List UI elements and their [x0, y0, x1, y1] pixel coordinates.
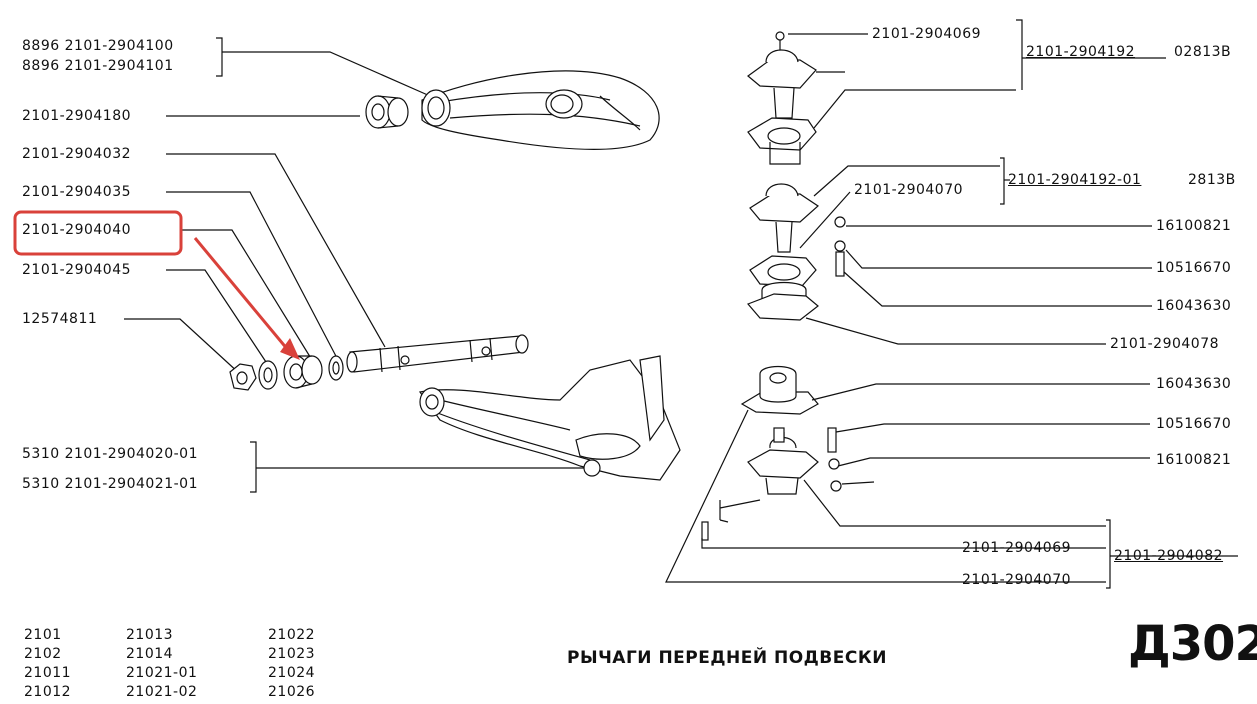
label-2904078: 2101-2904078: [1110, 336, 1220, 352]
model-column-2: 21013 21014 21021-01 21021-02: [126, 626, 197, 702]
arm-axle: [346, 334, 529, 373]
model-column-3: 21022 21023 21024 21026: [268, 626, 315, 702]
label-lower-arm-2: 5310 2101-2904021-01: [22, 476, 198, 492]
label-mid-192-01: 2101-2904192-01: [1008, 172, 1142, 188]
label-2904040: 2101-2904040: [22, 222, 132, 238]
highlight-box: [13, 210, 183, 256]
highlight-arrow-line: [193, 237, 290, 351]
leader-12574811: [124, 318, 241, 375]
label-top-069: 2101-2904069: [872, 26, 982, 42]
washer-035: [328, 355, 344, 381]
label-mid-192-01-suffix: 2813В: [1188, 172, 1236, 188]
model-item: 21012: [24, 684, 72, 700]
model-item: 21023: [268, 646, 316, 662]
label-16043630-b: 16043630: [1156, 376, 1232, 392]
label-top-192-suffix: 02813В: [1174, 44, 1232, 60]
label-2904180: 2101-2904180: [22, 108, 132, 124]
label-bot-082: 2101-2904082: [1114, 548, 1224, 564]
model-column-1: 2101 2102 21011 21012: [24, 626, 71, 702]
model-item: 21021-02: [126, 684, 198, 700]
label-10516670-a: 10516670: [1156, 260, 1232, 276]
leader-045: [166, 269, 269, 366]
highlight-arrow-head: [280, 338, 300, 360]
nut-12574811: [229, 363, 257, 391]
diagram-code: Д302: [1128, 616, 1257, 672]
label-mid-070: 2101-2904070: [854, 182, 964, 198]
model-item: 21024: [268, 665, 316, 681]
label-2904045: 2101-2904045: [22, 262, 132, 278]
model-item: 21013: [126, 627, 174, 643]
model-item: 2101: [24, 627, 62, 643]
leader-upper-arm: [222, 51, 431, 97]
label-16100821-b: 16100821: [1156, 452, 1232, 468]
lower-ball-joint: [740, 365, 819, 495]
bracket-upper-arm: [216, 37, 223, 77]
label-top-192: 2101-2904192: [1026, 44, 1136, 60]
label-2904035: 2101-2904035: [22, 184, 132, 200]
label-bot-070: 2101-2904070: [962, 572, 1072, 588]
label-12574811: 12574811: [22, 311, 98, 327]
model-item: 21022: [268, 627, 316, 643]
model-item: 21011: [24, 665, 72, 681]
label-upper-arm-1: 8896 2101-2904100: [22, 38, 174, 54]
label-bot-069: 2101-2904069: [962, 540, 1072, 556]
leader-035: [166, 191, 339, 361]
upper-control-arm: [421, 70, 660, 151]
upper-ball-joint: [747, 31, 817, 165]
upper-bushing: [365, 95, 409, 129]
label-2904032: 2101-2904032: [22, 146, 132, 162]
middle-ball-joint: [746, 183, 819, 321]
model-item: 21014: [126, 646, 174, 662]
model-item: 21021-01: [126, 665, 198, 681]
lower-control-arm: [418, 355, 681, 481]
model-item: 21026: [268, 684, 316, 700]
model-item: 2102: [24, 646, 62, 662]
leader-032: [166, 153, 386, 348]
diagram-title: РЫЧАГИ ПЕРЕДНЕЙ ПОДВЕСКИ: [567, 648, 887, 668]
label-lower-arm-1: 5310 2101-2904020-01: [22, 446, 198, 462]
label-10516670-b: 10516670: [1156, 416, 1232, 432]
leader-040: [180, 229, 313, 361]
label-upper-arm-2: 8896 2101-2904101: [22, 58, 174, 74]
bracket-lower-arm: [250, 441, 257, 493]
label-16100821-a: 16100821: [1156, 218, 1232, 234]
bushing-040: [283, 355, 323, 389]
washer-045: [258, 360, 278, 390]
label-16043630-a: 16043630: [1156, 298, 1232, 314]
